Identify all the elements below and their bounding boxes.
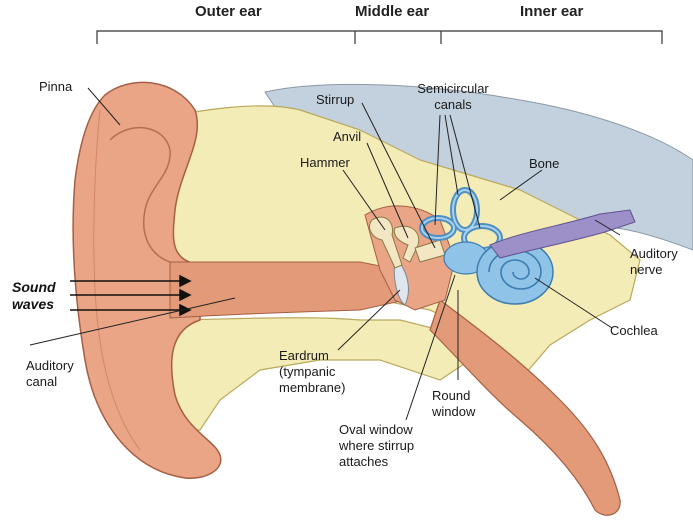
- label-eardrum: Eardrum (tympanic membrane): [279, 348, 345, 396]
- section-header-inner-ear: Inner ear: [520, 3, 584, 20]
- eustachian-tube: [429, 299, 621, 516]
- label-oval-window: Oval window where stirrup attaches: [339, 422, 414, 470]
- lower-bone: [149, 317, 471, 431]
- hammer-bone: [369, 216, 403, 269]
- label-auditory-canal-line2: canal: [26, 374, 58, 389]
- label-cochlea: Cochlea: [610, 323, 658, 338]
- label-auditory-nerve: Auditory nerve: [630, 246, 678, 278]
- label-sound-waves: Sound waves: [12, 279, 56, 313]
- label-auditory-nerve-line2: nerve: [630, 262, 663, 277]
- label-round-window: Round window: [432, 388, 475, 420]
- label-semicircular-line1: Semicircular: [417, 81, 489, 96]
- section-brackets: [96, 30, 663, 44]
- label-stirrup: Stirrup: [316, 92, 355, 107]
- label-bone: Bone: [529, 156, 560, 171]
- eardrum-shape: [393, 256, 409, 306]
- section-header-middle-ear: Middle ear: [355, 3, 430, 20]
- pinna-inner-fold: [109, 126, 171, 263]
- label-hammer: Hammer: [300, 155, 350, 170]
- label-sound-waves-line1: Sound: [12, 279, 56, 295]
- ear-canal: [169, 261, 406, 319]
- leader-lines: [29, 87, 621, 421]
- label-pinna: Pinna: [39, 79, 73, 94]
- label-oval-window-line2: where stirrup: [339, 438, 415, 453]
- label-auditory-canal-line1: Auditory: [26, 358, 74, 373]
- label-anvil: Anvil: [333, 129, 362, 144]
- label-eardrum-line3: membrane): [279, 380, 346, 395]
- label-round-window-line2: window: [432, 404, 476, 419]
- sound-wave-arrows: [70, 274, 192, 317]
- anvil-bone: [393, 225, 420, 263]
- section-header-outer-ear: Outer ear: [195, 3, 262, 20]
- label-oval-window-line1: Oval window: [339, 422, 413, 437]
- label-round-window-line1: Round: [432, 388, 471, 403]
- pinna-rim-highlight: [93, 109, 141, 451]
- label-oval-window-line3: attaches: [339, 454, 389, 469]
- label-eardrum-line1: Eardrum: [279, 348, 329, 363]
- label-auditory-nerve-line1: Auditory: [630, 246, 678, 261]
- label-semicircular-line2: canals: [434, 97, 472, 112]
- label-semicircular-canals: Semicircular canals: [408, 81, 498, 113]
- label-eardrum-line2: (tympanic: [279, 364, 336, 379]
- label-auditory-canal: Auditory canal: [26, 358, 74, 390]
- label-sound-waves-line2: waves: [12, 296, 55, 312]
